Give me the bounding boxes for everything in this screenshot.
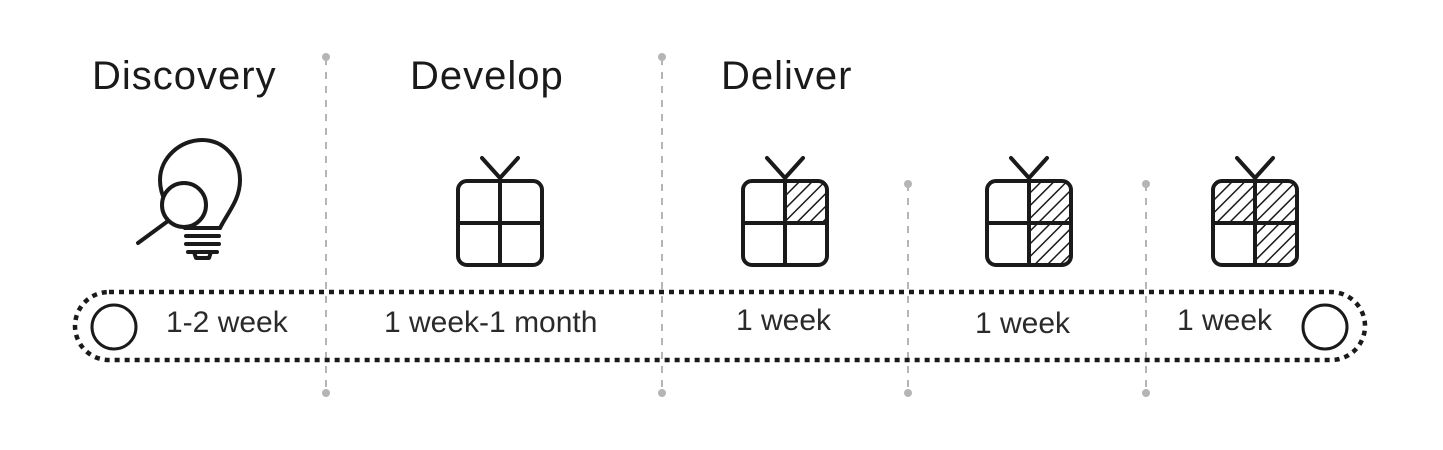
- duration-develop: 1 week-1 month: [384, 306, 598, 339]
- duration-delivery-3: 1 week: [1177, 304, 1273, 337]
- track-start-circle: [90, 303, 138, 351]
- gift-box-half-filled-icon: [985, 156, 1073, 267]
- gift-box-icon: [456, 156, 544, 267]
- gift-box-three-quarter-filled-icon: [1211, 156, 1299, 267]
- phase-title-discovery: Discovery: [92, 54, 277, 98]
- duration-delivery-2: 1 week: [975, 307, 1071, 340]
- timeline-track: [72, 289, 1368, 363]
- track-end-circle: [1301, 303, 1349, 351]
- phase-dividers: [325, 58, 1147, 392]
- divider-endpoints: [322, 53, 1150, 397]
- lightbulb-magnifier-icon: [136, 138, 242, 260]
- phase-title-deliver: Deliver: [721, 54, 853, 98]
- phase-title-develop: Develop: [410, 54, 564, 98]
- duration-delivery-1: 1 week: [736, 304, 832, 337]
- duration-discovery: 1-2 week: [166, 306, 288, 339]
- gift-box-quarter-filled-icon: [741, 156, 829, 267]
